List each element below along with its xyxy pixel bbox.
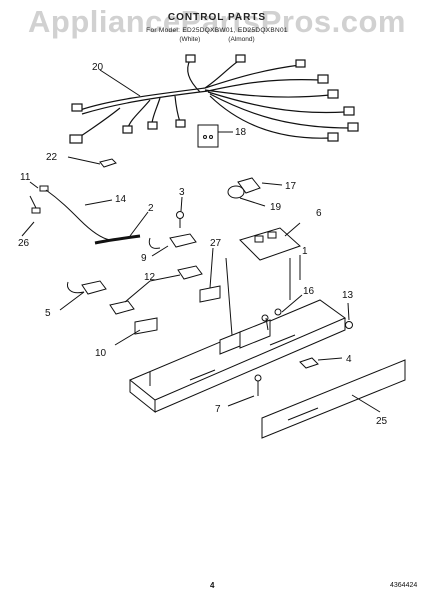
part-12-switch [109, 265, 203, 315]
callout-13: 13 [342, 290, 354, 301]
page-number: 4 [210, 581, 215, 590]
callout-16: 16 [303, 286, 315, 297]
callout-6: 6 [316, 208, 322, 219]
part-2-tube [94, 211, 149, 245]
callout-4: 4 [346, 354, 352, 365]
callout-27: 27 [210, 238, 222, 249]
wire-harness [69, 54, 359, 144]
part-5-switch [59, 280, 107, 311]
model-subtitle: For Model: ED25DQXBW01, ED25DQXBN01 [146, 27, 288, 34]
part-7-screw [227, 374, 262, 407]
part-13-screw [345, 302, 353, 329]
callout-10: 10 [95, 348, 107, 359]
callout-22: 22 [46, 152, 58, 163]
part-10-label [114, 317, 158, 346]
part-6-control-board [239, 222, 301, 261]
callout-1: 1 [302, 246, 308, 257]
callout-3: 3 [179, 187, 185, 198]
part-16-screws [265, 294, 303, 331]
part-17-19-lamp-socket [227, 177, 283, 207]
part-3-screw [176, 196, 184, 228]
callout-19: 19 [270, 202, 282, 213]
callout-labels: 20 18 22 11 14 3 17 19 2 6 27 26 1 9 12 … [18, 62, 388, 427]
part-9-switch [148, 233, 197, 257]
callout-11: 11 [20, 172, 31, 183]
part-18-connector [197, 124, 233, 148]
callout-5: 5 [45, 308, 51, 319]
document-number: 4364424 [390, 582, 418, 589]
page-title: CONTROL PARTS [167, 12, 267, 23]
color-white-label: (White) [179, 36, 201, 43]
part-27-label [199, 247, 221, 303]
color-legend: (White) (Almond) [0, 36, 434, 43]
part-25-panel [261, 359, 406, 439]
callout-20: 20 [92, 62, 104, 73]
callout-2: 2 [148, 203, 154, 214]
callout-9: 9 [141, 253, 147, 264]
color-almond-label: (Almond) [228, 36, 255, 43]
callout-17: 17 [285, 181, 297, 192]
part-11-14-26-sensor [21, 181, 113, 241]
callout-14: 14 [115, 194, 127, 205]
part-22-clip [67, 156, 117, 168]
control-housing [129, 257, 347, 414]
part-4-bracket [299, 357, 343, 369]
callout-7: 7 [215, 404, 221, 415]
callout-18: 18 [235, 127, 247, 138]
callout-12: 12 [144, 272, 156, 283]
callout-25: 25 [376, 416, 388, 427]
callout-26: 26 [18, 238, 30, 249]
